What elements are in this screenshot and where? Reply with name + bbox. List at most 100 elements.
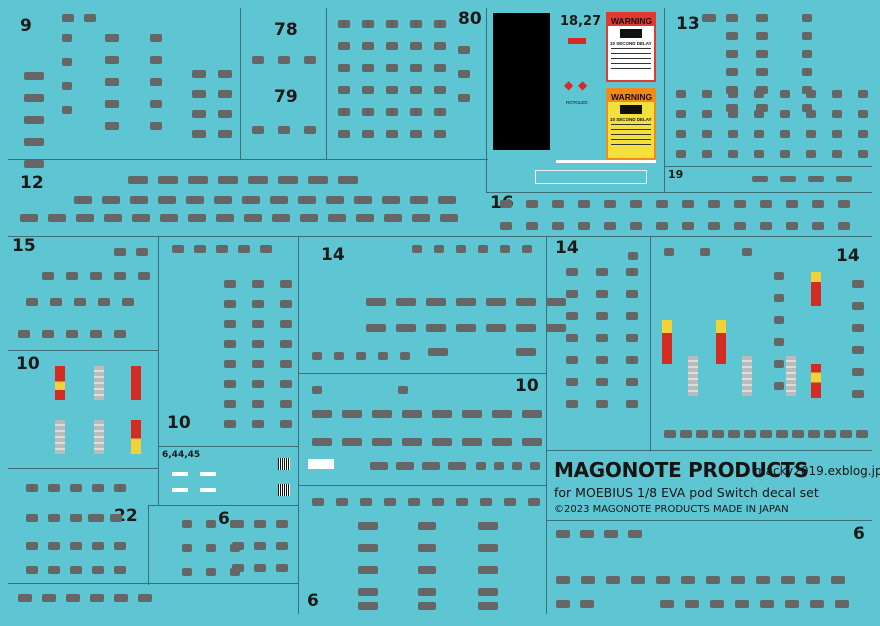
switch-chip [418,566,436,574]
switch-chip [418,544,436,552]
switch-chip [150,56,162,64]
switch-chip [606,576,620,584]
switch-chip [836,176,852,182]
switch-chip [781,576,795,584]
switch-chip [224,420,236,428]
switch-chip [806,576,820,584]
switch-chip [754,110,764,118]
switch-chip [522,410,542,418]
white-sticker [200,488,216,492]
switch-chip [581,576,595,584]
switch-chip [448,462,466,470]
switch-chip [362,130,374,138]
divider [298,236,299,614]
switch-chip [835,600,849,608]
switch-chip [62,106,72,114]
switch-chip [774,382,784,390]
switch-chip [604,530,618,538]
switch-chip [578,222,590,230]
switch-chip [728,90,738,98]
switch-chip [676,150,686,158]
switch-chip [386,20,398,28]
switch-chip [128,176,148,184]
switch-chip [300,214,318,222]
switch-chip [604,222,616,230]
switch-chip [230,568,240,576]
switch-chip [280,300,292,308]
switch-chip [358,566,378,574]
divider [486,8,487,192]
switch-chip [110,514,122,522]
switch-chip [504,498,516,506]
switch-chip [102,196,120,204]
panel-number: 19 [668,168,684,181]
brand-copyright: ©2023 MAGONOTE PRODUCTS MADE IN JAPAN [554,504,789,515]
switch-chip [438,196,456,204]
switch-chip [362,86,374,94]
switch-chip [26,542,38,550]
switch-chip [238,245,250,253]
switch-chip [62,82,72,90]
switch-chip [512,462,522,470]
switch-chip [410,42,422,50]
switch-chip [280,420,292,428]
divider [326,8,327,159]
switch-chip [192,110,206,118]
switch-chip [478,245,488,253]
switch-chip [410,20,422,28]
switch-chip [362,108,374,116]
switch-chip [136,248,148,256]
switch-chip [336,498,348,506]
switch-chip [756,576,770,584]
switch-chip [412,214,430,222]
red-bar-decal [131,366,141,400]
switch-chip [244,214,262,222]
switch-chip [276,520,288,528]
switch-chip [88,514,100,522]
switch-chip [682,200,694,208]
switch-chip [630,222,642,230]
switch-chip [356,352,366,360]
switch-chip [114,566,126,574]
white-sticker [172,488,188,492]
switch-chip [382,196,400,204]
switch-chip [338,42,350,50]
switch-chip [806,150,816,158]
switch-chip [626,268,638,276]
switch-chip [304,126,316,134]
switch-chip [752,176,768,182]
switch-chip [734,200,746,208]
switch-chip [105,56,119,64]
switch-chip [706,576,720,584]
switch-chip [626,378,638,386]
barcode-decal [278,458,290,470]
switch-chip [408,498,420,506]
switch-chip [410,64,422,72]
divider [158,446,298,447]
switch-chip [478,588,498,596]
switch-chip [426,298,446,306]
switch-chip [806,110,816,118]
switch-chip [386,42,398,50]
switch-chip [280,340,292,348]
switch-chip [682,222,694,230]
switch-chip [48,484,60,492]
switch-chip [150,78,162,86]
black-decal [493,13,550,150]
switch-chip [122,298,134,306]
switch-chip [280,320,292,328]
switch-chip [760,600,774,608]
divider [664,8,665,192]
switch-chip [42,330,54,338]
gray-bar-decal [786,356,796,396]
switch-chip [626,400,638,408]
switch-chip [852,280,864,288]
switch-chip [726,68,738,76]
divider [546,450,872,451]
divider [486,192,872,193]
switch-chip [780,150,790,158]
switch-chip [26,484,38,492]
switch-chip [566,378,578,386]
switch-chip [398,386,408,394]
divider [664,166,872,167]
